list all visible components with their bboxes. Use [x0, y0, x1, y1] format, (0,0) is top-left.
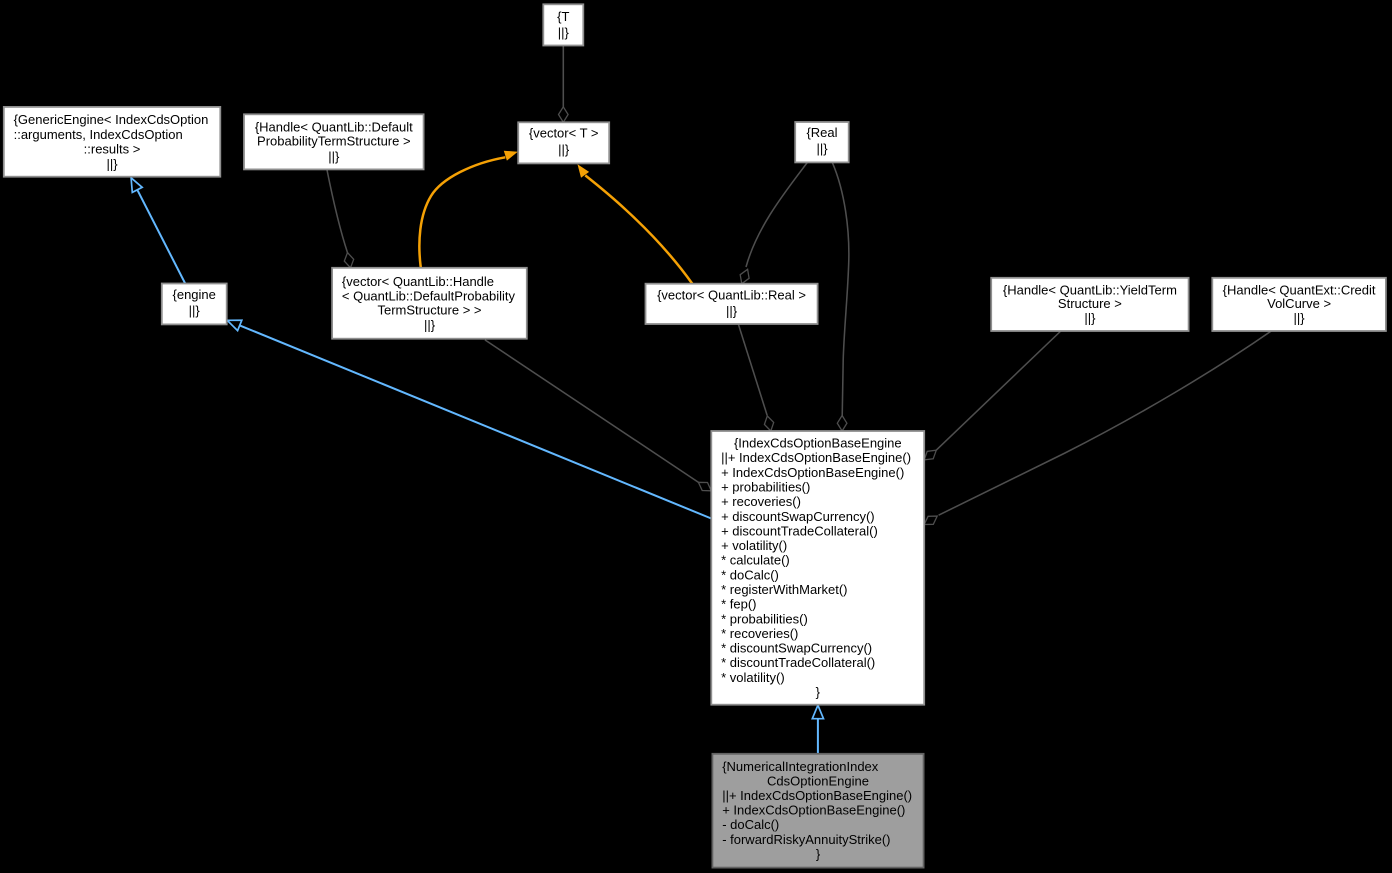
svg-text:{vector< QuantLib::Handle: {vector< QuantLib::Handle	[342, 274, 494, 289]
svg-text:* volatility(): * volatility()	[721, 670, 785, 685]
svg-text:||}: ||}	[726, 303, 738, 318]
svg-text:::arguments, IndexCdsOption: ::arguments, IndexCdsOption	[14, 127, 183, 142]
svg-text:< QuantLib::DefaultProbability: < QuantLib::DefaultProbability	[342, 288, 516, 303]
svg-text:+ discountTradeCollateral(): + discountTradeCollateral()	[721, 523, 878, 538]
svg-text:||}: ||}	[558, 142, 570, 157]
svg-text:||}: ||}	[558, 25, 570, 40]
svg-text:- doCalc(): - doCalc()	[722, 817, 779, 832]
svg-text:ProbabilityTermStructure >: ProbabilityTermStructure >	[257, 133, 411, 148]
svg-text:{Handle< QuantLib::YieldTerm: {Handle< QuantLib::YieldTerm	[1003, 282, 1177, 297]
svg-text:* fep(): * fep()	[721, 597, 756, 612]
svg-text:TermStructure > >: TermStructure > >	[377, 303, 481, 318]
svg-text:||}: ||}	[328, 149, 340, 164]
svg-text:{Handle< QuantExt::Credit: {Handle< QuantExt::Credit	[1223, 282, 1376, 297]
svg-text:VolCurve >: VolCurve >	[1267, 296, 1331, 311]
svg-text:* doCalc(): * doCalc()	[721, 567, 779, 582]
svg-text:{NumericalIntegrationIndex: {NumericalIntegrationIndex	[722, 759, 879, 774]
svg-text:||+ IndexCdsOptionBaseEngine(): ||+ IndexCdsOptionBaseEngine()	[721, 450, 911, 465]
svg-text:||}: ||}	[106, 156, 118, 171]
svg-text:* calculate(): * calculate()	[721, 553, 790, 568]
svg-text:||}: ||}	[816, 141, 828, 156]
svg-text:||}: ||}	[189, 303, 201, 318]
svg-text:{vector< QuantLib::Real >: {vector< QuantLib::Real >	[657, 288, 806, 303]
svg-text:||}: ||}	[424, 318, 436, 333]
svg-text:||}: ||}	[1084, 310, 1096, 325]
svg-text:CdsOptionEngine: CdsOptionEngine	[767, 773, 869, 788]
svg-text:}: }	[816, 685, 821, 700]
svg-text:{Handle< QuantLib::Default: {Handle< QuantLib::Default	[255, 119, 413, 134]
svg-text:||}: ||}	[1294, 310, 1306, 325]
svg-text:+ IndexCdsOptionBaseEngine(): + IndexCdsOptionBaseEngine()	[721, 465, 904, 480]
svg-text:* discountTradeCollateral(): * discountTradeCollateral()	[721, 655, 875, 670]
svg-text:+ probabilities(): + probabilities()	[721, 479, 810, 494]
svg-text:}: }	[816, 846, 821, 861]
svg-text:{vector< T >: {vector< T >	[529, 126, 599, 141]
svg-text:+ recoveries(): + recoveries()	[721, 494, 801, 509]
svg-text:* probabilities(): * probabilities()	[721, 611, 808, 626]
svg-text:||+ IndexCdsOptionBaseEngine(): ||+ IndexCdsOptionBaseEngine()	[722, 788, 912, 803]
svg-text:+ volatility(): + volatility()	[721, 538, 787, 553]
svg-text:{Real: {Real	[806, 125, 837, 140]
svg-text:::results >: ::results >	[84, 142, 141, 157]
svg-text:+ discountSwapCurrency(): + discountSwapCurrency()	[721, 509, 875, 524]
svg-text:* discountSwapCurrency(): * discountSwapCurrency()	[721, 641, 872, 656]
svg-text:{GenericEngine< IndexCdsOption: {GenericEngine< IndexCdsOption	[14, 112, 209, 127]
svg-text:{T: {T	[557, 9, 569, 24]
svg-text:* recoveries(): * recoveries()	[721, 626, 798, 641]
svg-text:Structure >: Structure >	[1058, 296, 1122, 311]
svg-text:{IndexCdsOptionBaseEngine: {IndexCdsOptionBaseEngine	[734, 436, 902, 451]
svg-text:+ IndexCdsOptionBaseEngine(): + IndexCdsOptionBaseEngine()	[722, 803, 905, 818]
svg-text:- forwardRiskyAnnuityStrike(): - forwardRiskyAnnuityStrike()	[722, 832, 890, 847]
svg-text:{engine: {engine	[173, 287, 216, 302]
svg-text:* registerWithMarket(): * registerWithMarket()	[721, 582, 847, 597]
